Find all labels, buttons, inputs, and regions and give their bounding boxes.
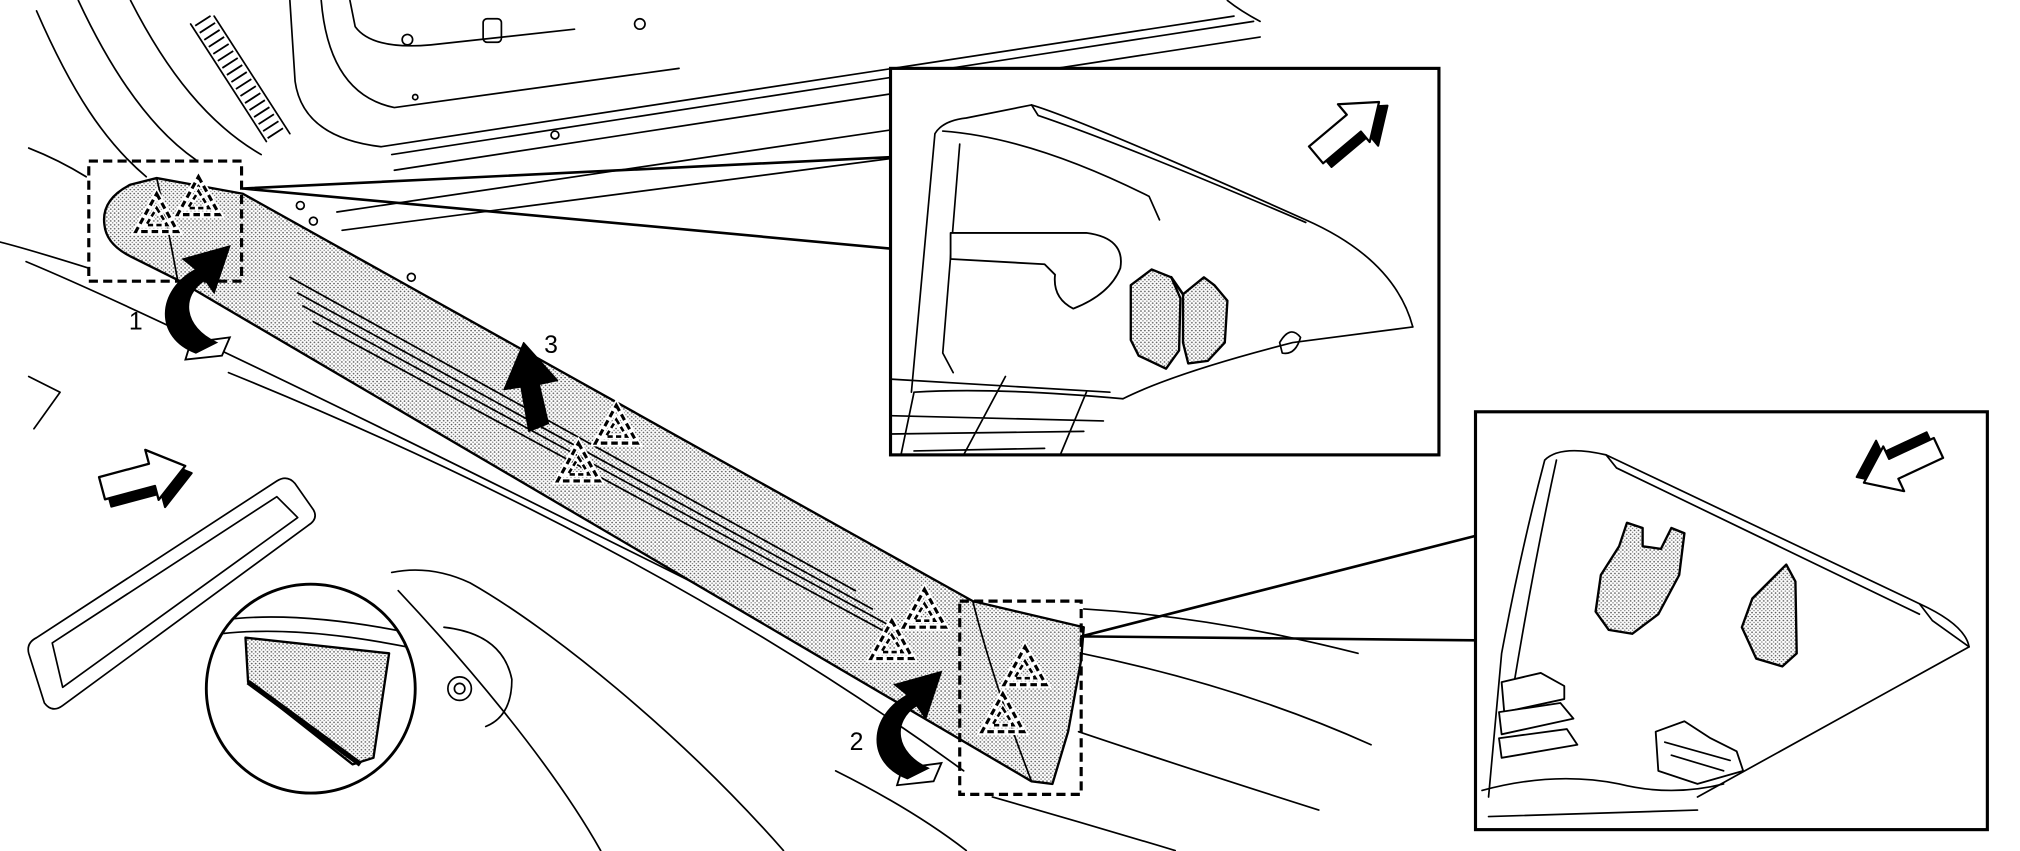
floor-line [1481, 777, 1725, 818]
floor-bracket [1498, 728, 1579, 759]
pillar-line [129, 0, 262, 156]
floor-bracket-detail [1663, 741, 1731, 772]
body-hole [406, 272, 417, 283]
retaining-clip-bridge [1169, 275, 1185, 296]
door-panel-line [289, 0, 1235, 148]
plate-underside-end [1918, 602, 1970, 648]
plate-underside-outline [910, 104, 1414, 394]
weatherstrip-ribs [194, 15, 286, 143]
floor-bracket [1500, 672, 1566, 714]
sill-upper-line [393, 36, 1261, 172]
step-label-1: 1 [129, 309, 143, 336]
floor-line [227, 371, 965, 772]
plate-underside-lip [941, 130, 1161, 221]
sill-plate-groove [312, 320, 902, 642]
plate-underside-end [1122, 326, 1414, 400]
floor-line [1082, 608, 1359, 655]
step-label-3: 3 [544, 332, 558, 359]
floor-line [397, 589, 602, 851]
floor-bracket [27, 375, 61, 430]
plate-underside-ridge [1605, 454, 1921, 616]
sill-plate-groove [289, 276, 857, 592]
pillar-line [35, 10, 148, 178]
plate-underside-lip [1511, 459, 1558, 733]
retaining-clip [1740, 563, 1798, 668]
floor-line [390, 569, 785, 851]
weatherstrip-edge [213, 15, 291, 135]
body-hole [401, 33, 414, 46]
body-hole [633, 17, 646, 31]
step-label-2: 2 [850, 729, 864, 756]
sill-plate-bend [971, 600, 1033, 783]
retaining-clip [1181, 276, 1229, 365]
detail-box-right [958, 599, 1083, 796]
straight-arrow-icon [503, 341, 559, 433]
circle-detail-edge [246, 679, 362, 767]
floor-line [991, 796, 1177, 851]
body-hole [308, 216, 319, 226]
leader-line-top [241, 155, 892, 250]
door-panel-line [349, 0, 576, 47]
body-slot [482, 17, 503, 44]
floor-line [0, 241, 90, 270]
floor-line [27, 147, 88, 178]
pillar-line [77, 0, 197, 161]
body-hole [411, 93, 419, 101]
floor-line [834, 770, 968, 851]
retaining-clip [1594, 521, 1686, 635]
direction-arrow-icon [94, 438, 200, 523]
callout-bottom [1473, 410, 1989, 832]
sill-upper-line [390, 20, 1255, 156]
body-hole [295, 200, 306, 211]
plate-underside-outline [1487, 449, 1970, 798]
body-hole [550, 130, 560, 140]
plate-underside-edge [941, 143, 961, 374]
floor-pad [443, 626, 513, 728]
plate-underside-ridge [1030, 104, 1307, 224]
circle-detail-clip [244, 636, 391, 766]
circle-detail [204, 582, 417, 795]
floor-hole [453, 682, 466, 695]
retaining-clip [1129, 268, 1182, 370]
floor-grid [890, 375, 1124, 455]
plate-underside-tab [949, 231, 1122, 310]
detail-box-left [87, 159, 244, 283]
callout-top [888, 66, 1441, 457]
floor-bracket [1498, 702, 1575, 736]
sill-upper-line [341, 156, 902, 232]
car-body-line-art [0, 0, 1372, 851]
floor-hole [447, 676, 473, 702]
floor-line [1077, 730, 1320, 811]
sill-plate-groove [302, 305, 889, 626]
floor-panel-inner [51, 495, 299, 689]
sill-upper-line [1226, 0, 1261, 23]
floor-line [1080, 652, 1372, 746]
floor-panel [27, 477, 316, 710]
plate-underside-hole [1278, 331, 1302, 355]
leader-line-bottom [1079, 534, 1477, 642]
door-panel-line [320, 0, 680, 109]
weatherstrip-edge [189, 23, 268, 143]
